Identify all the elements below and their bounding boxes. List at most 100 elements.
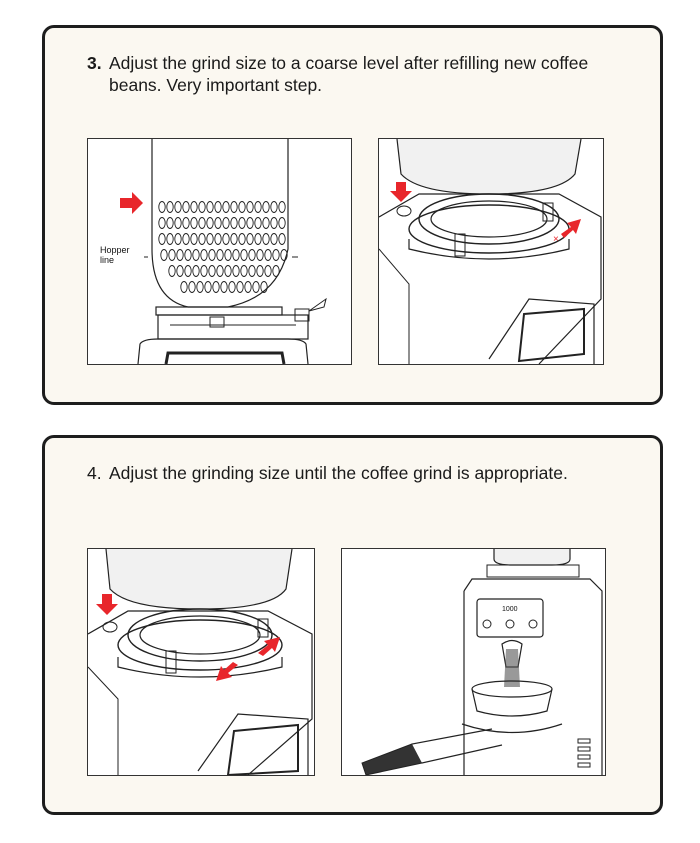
- coffee-bean-icon: [208, 265, 216, 277]
- coffee-bean-icon: [232, 249, 240, 261]
- coffee-bean-icon: [278, 233, 286, 245]
- hopper-refill-illustration: Hopper line: [87, 138, 352, 365]
- coffee-bean-icon: [224, 265, 232, 277]
- coffee-bean-icon: [246, 233, 254, 245]
- coffee-bean-icon: [214, 217, 222, 229]
- coffee-bean-icon: [182, 233, 190, 245]
- coffee-bean-icon: [222, 217, 230, 229]
- coffee-bean-icon: [238, 217, 246, 229]
- coffee-bean-icon: [228, 281, 236, 293]
- step-3-instruction: 3. Adjust the grind size to a coarse lev…: [87, 52, 607, 96]
- coffee-bean-icon: [158, 201, 166, 213]
- coffee-bean-icon: [240, 265, 248, 277]
- coffee-bean-icon: [190, 201, 198, 213]
- coffee-bean-icon: [174, 201, 182, 213]
- step-4-instruction: 4. Adjust the grinding size until the co…: [87, 462, 607, 484]
- coffee-bean-icon: [166, 233, 174, 245]
- coffee-bean-icon: [216, 265, 224, 277]
- coffee-bean-icon: [166, 201, 174, 213]
- coffee-bean-icon: [222, 201, 230, 213]
- coffee-bean-icon: [254, 217, 262, 229]
- coffee-bean-icon: [158, 217, 166, 229]
- hopper-line-label: Hopper: [100, 245, 130, 255]
- coffee-bean-icon: [262, 233, 270, 245]
- coffee-bean-icon: [260, 281, 268, 293]
- coffee-bean-icon: [270, 217, 278, 229]
- coffee-bean-icon: [184, 249, 192, 261]
- coffee-bean-icon: [278, 201, 286, 213]
- coffee-bean-icon: [158, 233, 166, 245]
- step-text: Adjust the grinding size until the coffe…: [109, 463, 568, 483]
- coffee-bean-icon: [190, 217, 198, 229]
- coffee-bean-icon: [272, 265, 280, 277]
- coffee-bean-icon: [238, 233, 246, 245]
- coffee-bean-icon: [190, 233, 198, 245]
- coffee-bean-icon: [182, 217, 190, 229]
- coffee-bean-icon: [230, 217, 238, 229]
- coffee-bean-icon: [192, 265, 200, 277]
- coffee-bean-icon: [256, 249, 264, 261]
- grinder-portafilter-illustration: 1000: [341, 548, 606, 776]
- coffee-bean-icon: [214, 201, 222, 213]
- step-4-card: 4. Adjust the grinding size until the co…: [42, 435, 663, 815]
- coffee-bean-icon: [196, 281, 204, 293]
- coffee-bean-icon: [220, 281, 228, 293]
- coffee-bean-icon: [222, 233, 230, 245]
- coffee-bean-icon: [216, 249, 224, 261]
- coffee-bean-icon: [252, 281, 260, 293]
- coffee-bean-icon: [168, 249, 176, 261]
- coffee-bean-icon: [244, 281, 252, 293]
- grind-dial-adjust-illustration: [87, 548, 315, 776]
- coffee-bean-icon: [270, 233, 278, 245]
- coffee-bean-icon: [246, 201, 254, 213]
- coffee-bean-icon: [246, 217, 254, 229]
- coffee-bean-icon: [214, 233, 222, 245]
- coffee-bean-icon: [264, 265, 272, 277]
- coffee-bean-icon: [198, 217, 206, 229]
- coffee-bean-icon: [278, 217, 286, 229]
- coffee-bean-icon: [160, 249, 168, 261]
- coffee-bean-icon: [180, 281, 188, 293]
- svg-text:line: line: [100, 255, 114, 265]
- coffee-bean-icon: [200, 265, 208, 277]
- coffee-bean-icon: [174, 217, 182, 229]
- coffee-bean-icon: [270, 201, 278, 213]
- coffee-bean-icon: [176, 265, 184, 277]
- coffee-bean-icon: [174, 233, 182, 245]
- coffee-bean-icon: [254, 233, 262, 245]
- coffee-bean-icon: [254, 201, 262, 213]
- coffee-bean-icon: [184, 265, 192, 277]
- coffee-bean-icon: [206, 233, 214, 245]
- coffee-bean-icon: [248, 265, 256, 277]
- coffee-bean-icon: [262, 217, 270, 229]
- step-text: Adjust the grind size to a coarse level …: [109, 53, 589, 95]
- coffee-bean-icon: [200, 249, 208, 261]
- coffee-bean-icon: [188, 281, 196, 293]
- coffee-bean-icon: [272, 249, 280, 261]
- coffee-bean-icon: [280, 249, 288, 261]
- coffee-bean-icon: [192, 249, 200, 261]
- step-number: 3.: [87, 53, 102, 73]
- coffee-bean-icon: [198, 233, 206, 245]
- coffee-bean-icon: [208, 249, 216, 261]
- coffee-bean-icon: [264, 249, 272, 261]
- coffee-bean-icon: [236, 281, 244, 293]
- display-readout: 1000: [502, 606, 518, 613]
- coffee-bean-icon: [262, 201, 270, 213]
- coffee-bean-icon: [230, 201, 238, 213]
- coffee-bean-icon: [166, 217, 174, 229]
- grind-dial-coarse-illustration: ×: [378, 138, 604, 365]
- coffee-bean-icon: [206, 217, 214, 229]
- coffee-bean-icon: [198, 201, 206, 213]
- step-number: 4.: [87, 463, 102, 483]
- coffee-bean-icon: [240, 249, 248, 261]
- coffee-bean-icon: [232, 265, 240, 277]
- coffee-bean-icon: [248, 249, 256, 261]
- coffee-bean-icon: [256, 265, 264, 277]
- coffee-bean-icon: [212, 281, 220, 293]
- coffee-bean-icon: [168, 265, 176, 277]
- svg-text:×: ×: [553, 234, 559, 245]
- coffee-bean-icon: [238, 201, 246, 213]
- coffee-bean-icon: [204, 281, 212, 293]
- coffee-bean-icon: [206, 201, 214, 213]
